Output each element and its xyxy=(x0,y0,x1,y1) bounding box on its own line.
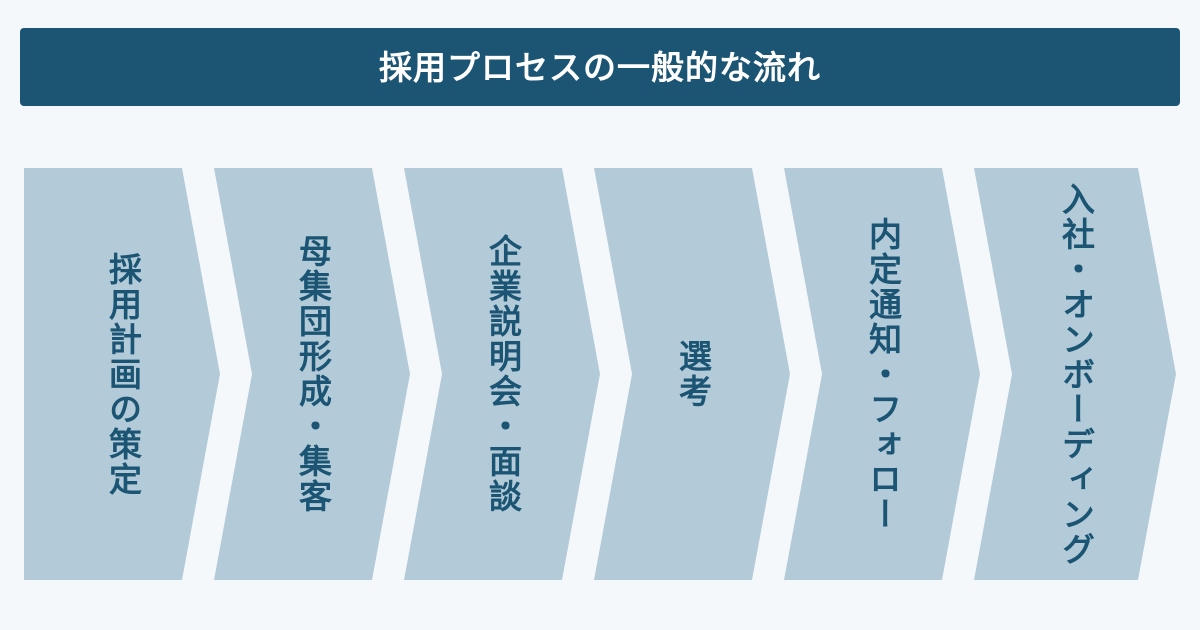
flow-step-label: 母集団形成・集客 xyxy=(294,234,332,514)
flow-step-5: 内定通知・フォロー xyxy=(784,168,980,580)
page-title: 採用プロセスの一般的な流れ xyxy=(379,48,821,86)
process-flow: 採用計画の策定 母集団形成・集客 企業説明会・面談 選考 内定通知・フォロー 入… xyxy=(24,168,1176,580)
title-bar: 採用プロセスの一般的な流れ xyxy=(20,28,1180,106)
flow-step-label: 内定通知・フォロー xyxy=(864,216,902,532)
flow-step-label: 採用計画の策定 xyxy=(104,251,142,497)
flow-step-3: 企業説明会・面談 xyxy=(404,168,600,580)
flow-step-1: 採用計画の策定 xyxy=(24,168,220,580)
flow-step-2: 母集団形成・集客 xyxy=(214,168,410,580)
flow-step-label: 選考 xyxy=(674,339,712,409)
flow-step-6: 入社・オンボーディング xyxy=(974,168,1176,580)
flow-step-4: 選考 xyxy=(594,168,790,580)
flow-step-label: 企業説明会・面談 xyxy=(484,234,522,514)
flow-step-label: 入社・オンボーディング xyxy=(1057,181,1095,567)
